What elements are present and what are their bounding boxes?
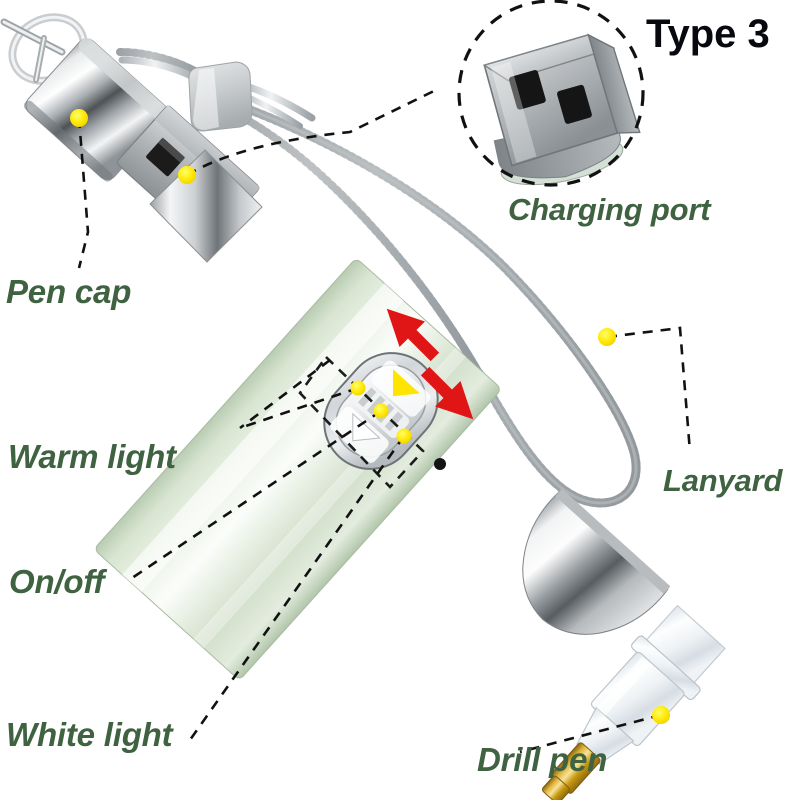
marker-pen-cap xyxy=(70,109,88,127)
warm-light-button[interactable] xyxy=(369,358,432,419)
marker-on-off xyxy=(373,403,389,419)
type-title: Type 3 xyxy=(646,12,770,56)
leader-panel-top xyxy=(239,358,331,430)
pen-tip-cone xyxy=(522,488,671,635)
leader-pen-cap xyxy=(77,117,90,269)
cord-stopper xyxy=(188,61,253,132)
white-light-button[interactable] xyxy=(328,404,391,465)
label-white-light: White light xyxy=(6,716,173,753)
direction-arrows xyxy=(386,308,474,420)
label-lanyard: Lanyard xyxy=(663,463,783,498)
marker-white-light xyxy=(396,428,412,444)
marker-lanyard xyxy=(598,328,616,346)
leader-charging-port xyxy=(186,86,441,177)
marker-warm-light xyxy=(350,380,366,396)
leader-lanyard xyxy=(606,326,692,453)
label-on-off: On/off xyxy=(9,563,105,600)
switch-bracket xyxy=(298,355,425,489)
sensor-dot xyxy=(434,458,446,470)
leader-drill-pen xyxy=(519,713,662,754)
leader-lines xyxy=(77,86,692,754)
label-charging-port: Charging port xyxy=(508,192,711,227)
label-pen-cap: Pen cap xyxy=(6,273,132,310)
pen-body xyxy=(95,149,500,679)
marker-dots xyxy=(70,109,670,724)
leader-warm-light xyxy=(239,386,359,430)
label-warm-light: Warm light xyxy=(8,438,176,475)
lanyard-cord xyxy=(116,48,641,508)
marker-charging-port xyxy=(178,166,196,184)
leader-white-light xyxy=(188,435,406,741)
label-drill-pen: Drill pen xyxy=(477,741,608,778)
arrow-down-right-icon xyxy=(420,366,474,420)
marker-drill-pen xyxy=(652,706,670,724)
charging-port-inset xyxy=(457,0,645,187)
drill-pen-attachment xyxy=(541,604,726,800)
arrow-up-left-icon xyxy=(386,308,440,362)
leader-on-off xyxy=(131,409,382,580)
inset-dashed-circle xyxy=(457,0,645,187)
